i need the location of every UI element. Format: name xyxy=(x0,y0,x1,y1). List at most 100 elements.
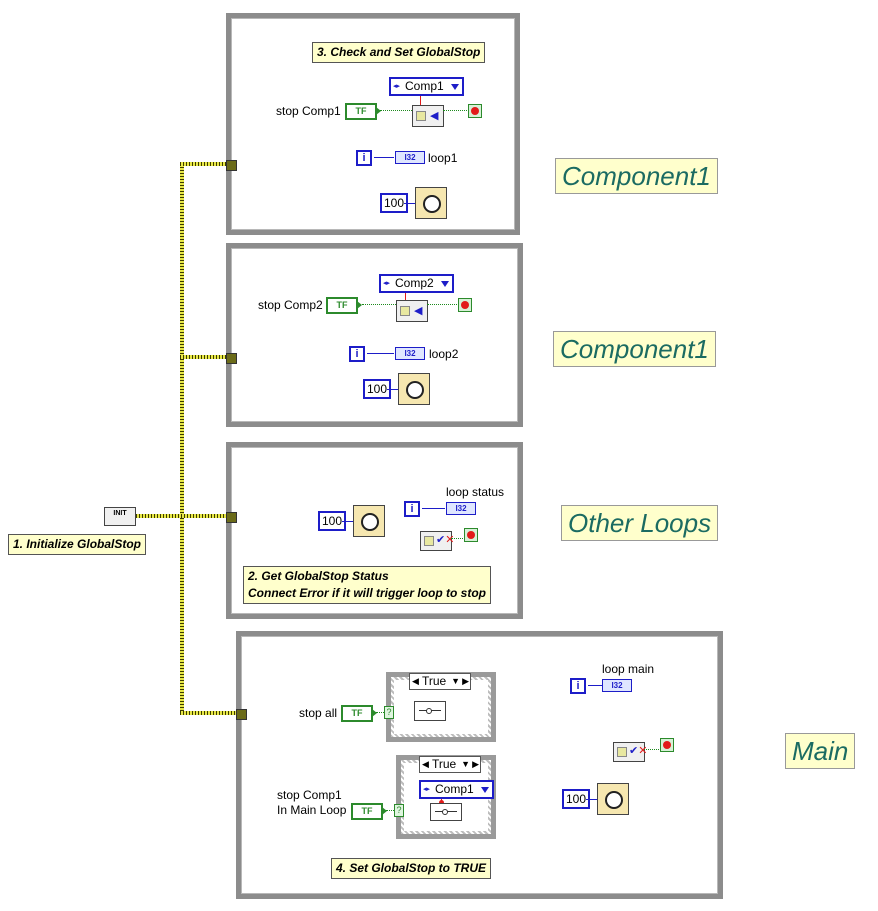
stop-comp1-main-label-1: stop Comp1 xyxy=(277,788,342,802)
main-stop-terminal xyxy=(660,738,674,752)
error-wire-to-loop1 xyxy=(180,162,228,166)
main-indicator-terminal[interactable]: I32 xyxy=(602,679,632,692)
main-wait-wire xyxy=(586,799,598,800)
stopwatch-icon xyxy=(605,791,623,809)
loop3-wait-wire xyxy=(342,521,354,522)
stop-comp2-label: stop Comp2 xyxy=(258,298,323,312)
loop3-iteration-terminal: i xyxy=(404,501,420,517)
loop1-indicator-terminal[interactable]: I32 xyxy=(395,151,425,164)
comp1-enum-value: Comp1 xyxy=(405,79,444,93)
main-error-tunnel xyxy=(236,709,247,720)
check-x-icon: ✔✕ xyxy=(436,534,455,546)
enum-arrows-icon: ◂▸ xyxy=(423,786,431,793)
stop-comp2-control[interactable]: TF xyxy=(326,297,362,314)
loop3-stop-wire xyxy=(451,538,463,539)
init-globalstop-vi[interactable]: INIT xyxy=(104,507,136,526)
label-component1-a: Component1 xyxy=(555,158,718,194)
loop3-indicator-terminal[interactable]: I32 xyxy=(446,502,476,515)
check-globalstop-vi[interactable]: ◀ xyxy=(412,105,444,127)
comment-get-status: 2. Get GlobalStop Status Connect Error i… xyxy=(243,566,491,604)
main-wire-junction xyxy=(439,800,444,805)
chevron-right-icon: ▶ xyxy=(472,759,479,769)
comment-check-set: 3. Check and Set GlobalStop xyxy=(312,42,486,63)
loop1-indicator-label: loop1 xyxy=(428,151,458,165)
case1-selector[interactable]: ◀ True ▼ ▶ xyxy=(409,673,471,690)
loop2-wait-ms-icon xyxy=(398,373,430,405)
loop1-stop-terminal xyxy=(468,104,482,118)
while-loop-component2[interactable] xyxy=(226,243,523,427)
loop2-indicator-terminal[interactable]: I32 xyxy=(395,347,425,360)
comp2-enum-value: Comp2 xyxy=(395,276,434,290)
stop-all-control[interactable]: TF xyxy=(341,705,377,722)
main-comp1-enum-constant[interactable]: ◂▸ Comp1 xyxy=(419,780,494,799)
loop3-error-tunnel xyxy=(226,512,237,523)
case1-selector-terminal: ? xyxy=(384,706,394,719)
stop-comp1-label: stop Comp1 xyxy=(276,104,341,118)
stop-comp1-control[interactable]: TF xyxy=(345,103,381,120)
label-component1-b: Component1 xyxy=(553,331,716,367)
comp2-enum-constant[interactable]: ◂▸ Comp2 xyxy=(379,274,454,293)
loop3-wait-constant[interactable]: 100 xyxy=(318,511,347,531)
loop1-bool-wire xyxy=(380,110,412,111)
stop-comp1-main-label-2: In Main Loop xyxy=(277,803,347,817)
set-globalstop-true-vi-2[interactable] xyxy=(430,803,462,821)
loop2-stop-wire xyxy=(427,304,457,305)
loop3-stop-terminal xyxy=(464,528,478,542)
chevron-left-icon: ◀ xyxy=(412,676,419,686)
check-vi-icon xyxy=(617,747,627,757)
main-comp1-enum-value: Comp1 xyxy=(435,782,474,796)
error-wire-vertical xyxy=(180,164,184,714)
loop2-indicator-label: loop2 xyxy=(429,347,459,361)
loop1-wait-wire xyxy=(404,203,416,204)
stopwatch-icon xyxy=(423,195,441,213)
check-x-icon: ✔✕ xyxy=(629,745,648,757)
enum-arrows-icon: ◂▸ xyxy=(383,280,391,287)
stop-all-wire xyxy=(376,712,384,713)
error-wire-to-loop2 xyxy=(180,355,228,359)
loop-main-indicator-label: loop main xyxy=(602,662,655,676)
loop2-iter-wire xyxy=(367,353,394,354)
loop3-indicator-label: loop status xyxy=(446,485,505,499)
case1-selector-value: True xyxy=(422,674,447,688)
main-wait-ms-icon xyxy=(597,783,629,815)
loop2-wait-wire xyxy=(387,389,399,390)
error-wire-from-init xyxy=(136,514,228,518)
enum-arrows-icon: ◂▸ xyxy=(393,83,401,90)
loop1-wait-ms-icon xyxy=(415,187,447,219)
comment-initialize: 1. Initialize GlobalStop xyxy=(8,534,147,555)
loop1-wait-constant[interactable]: 100 xyxy=(380,193,409,213)
set-globalstop-true-vi-1[interactable] xyxy=(414,701,446,721)
main-stop-wire xyxy=(644,749,659,750)
loop3-wait-ms-icon xyxy=(353,505,385,537)
stop-comp1-main-wire xyxy=(386,810,394,811)
comp1-enum-constant[interactable]: ◂▸ Comp1 xyxy=(389,77,464,96)
loop2-iteration-terminal: i xyxy=(349,346,365,362)
loop2-error-tunnel xyxy=(226,353,237,364)
stopwatch-icon xyxy=(406,381,424,399)
get-globalstop-status-vi[interactable]: ✔✕ xyxy=(420,531,455,551)
check-vi-icon xyxy=(416,111,426,121)
label-other-loops: Other Loops xyxy=(561,505,719,541)
loop3-iter-wire xyxy=(422,508,445,509)
stop-comp1-main-control[interactable]: TF xyxy=(351,803,387,820)
check-vi-icon xyxy=(424,536,434,546)
loop2-enum-wire xyxy=(405,293,406,303)
chevron-down-icon xyxy=(450,84,459,90)
check-globalstop-vi-2[interactable]: ◀ xyxy=(396,300,428,322)
loop2-stop-terminal xyxy=(458,298,472,312)
main-iter-wire xyxy=(588,685,602,686)
loop1-error-tunnel xyxy=(226,160,237,171)
loop1-iteration-terminal: i xyxy=(356,150,372,166)
check-vi-icon xyxy=(400,306,410,316)
chevron-down-icon: ▼ xyxy=(451,676,460,686)
loop2-bool-wire xyxy=(362,304,396,305)
init-vi-label: INIT xyxy=(113,510,127,517)
case2-selector-value: True xyxy=(432,757,457,771)
loop1-enum-wire xyxy=(420,96,421,108)
chevron-right-icon: ▶ xyxy=(462,676,469,686)
case2-selector[interactable]: ◀ True ▼ ▶ xyxy=(419,756,481,773)
error-wire-to-main xyxy=(180,711,238,715)
main-get-status-vi[interactable]: ✔✕ xyxy=(613,742,648,762)
stopwatch-icon xyxy=(361,513,379,531)
comment-set-true: 4. Set GlobalStop to TRUE xyxy=(331,858,492,879)
